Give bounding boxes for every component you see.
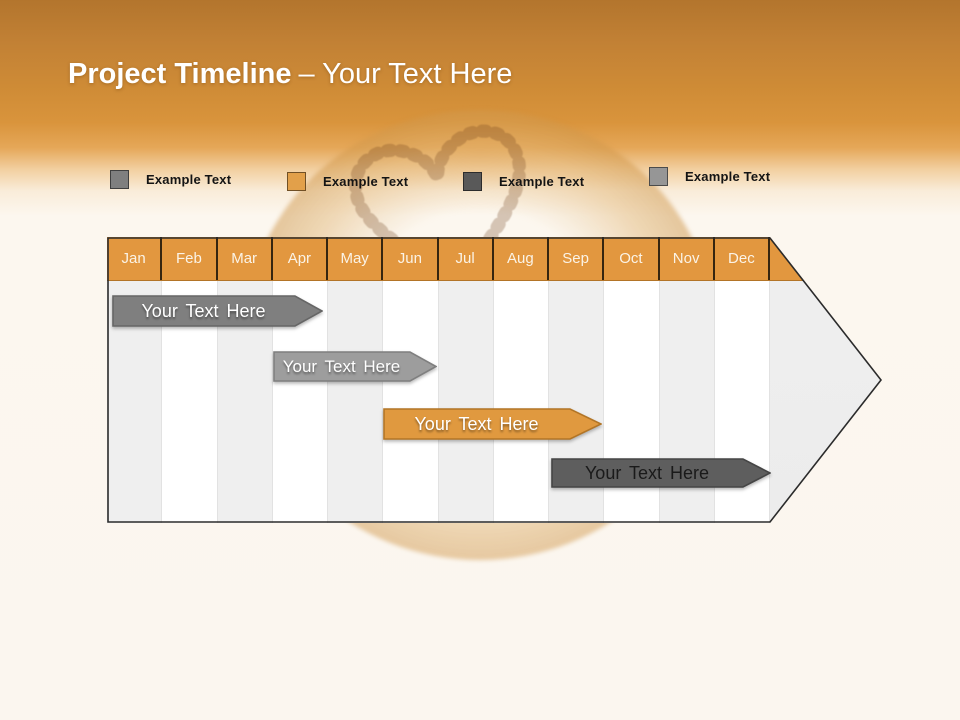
legend-item: Example Text <box>110 170 231 189</box>
legend-label: Example Text <box>685 169 771 184</box>
bar-label: Your Text Here <box>414 414 539 434</box>
bar-label: Your Text Here <box>584 463 710 483</box>
legend-label: Example Text <box>499 174 585 189</box>
bar-shape <box>273 665 437 696</box>
month-cell: Sep <box>549 237 605 280</box>
legend-item: Example Text <box>649 167 770 186</box>
month-column <box>660 524 715 720</box>
legend-label: Example Text <box>146 172 232 187</box>
month-cell: May <box>328 237 384 280</box>
month-column <box>328 524 383 720</box>
month-cell: Aug <box>494 237 549 280</box>
bar-label: Your Text Here <box>282 357 401 376</box>
month-cell: Jan <box>107 237 163 280</box>
arrow-outline <box>107 524 882 720</box>
legend-swatch <box>110 170 129 189</box>
bar-label: Your Text Here <box>584 564 710 584</box>
timeline-bar: Your Text Here <box>383 408 602 440</box>
month-column <box>604 524 659 720</box>
bar-shape <box>383 607 602 639</box>
title-subtitle: – Your Text Here <box>298 58 513 90</box>
month-column <box>107 524 162 720</box>
timeline-bar: Your Text Here <box>273 351 437 382</box>
bar-shape <box>551 559 771 589</box>
timeline-bar: Your Text Here <box>112 295 323 327</box>
month-column <box>383 524 438 720</box>
month-cell: Nov <box>660 237 715 280</box>
month-column <box>715 524 770 720</box>
month-header-row: Jan Feb Mar Apr May Jun Jul Aug Sep Oct … <box>107 237 770 280</box>
timeline-reflection: Jan Feb Mar Apr May Jun Jul Aug Sep Oct … <box>107 524 882 720</box>
timeline-arrow: Jan Feb Mar Apr May Jun Jul Aug Sep Oct … <box>107 237 882 523</box>
saucer-reflection-art <box>0 523 960 693</box>
month-cell: Jun <box>383 237 439 280</box>
legend-item: Example Text <box>287 172 408 191</box>
bar-label: Your Text Here <box>414 613 539 633</box>
month-cell: Apr <box>273 237 328 280</box>
month-cell: Mar <box>218 237 273 280</box>
legend-swatch <box>463 172 482 191</box>
timeline-bar: Your Text Here <box>273 665 437 696</box>
month-column <box>439 524 494 720</box>
month-columns <box>107 524 770 720</box>
month-cell: Oct <box>604 237 660 280</box>
legend-item: Example Text <box>463 172 584 191</box>
legend-swatch <box>287 172 306 191</box>
month-column <box>218 524 273 720</box>
month-cell: Dec <box>715 237 770 280</box>
bar-label: Your Text Here <box>141 301 266 321</box>
timeline-bar: Your Text Here <box>551 559 771 589</box>
legend-label: Example Text <box>323 174 409 189</box>
month-column <box>549 524 604 720</box>
timeline-bar: Your Text Here <box>383 607 602 639</box>
title-emphasis: Project Timeline <box>68 58 292 90</box>
bar-label: Your Text Here <box>282 671 401 690</box>
month-column <box>273 524 328 720</box>
month-cell: Jul <box>439 237 494 280</box>
month-cell: Feb <box>162 237 218 280</box>
timeline-body: Jan Feb Mar Apr May Jun Jul Aug Sep Oct … <box>107 524 882 720</box>
saucer-arc <box>150 523 930 673</box>
month-column <box>494 524 549 720</box>
timeline-bar: Your Text Here <box>551 458 771 488</box>
legend-swatch <box>649 167 668 186</box>
page-title: Project Timeline– Your Text Here <box>68 58 512 91</box>
month-column <box>162 524 217 720</box>
arrowhead-fill <box>770 524 882 720</box>
